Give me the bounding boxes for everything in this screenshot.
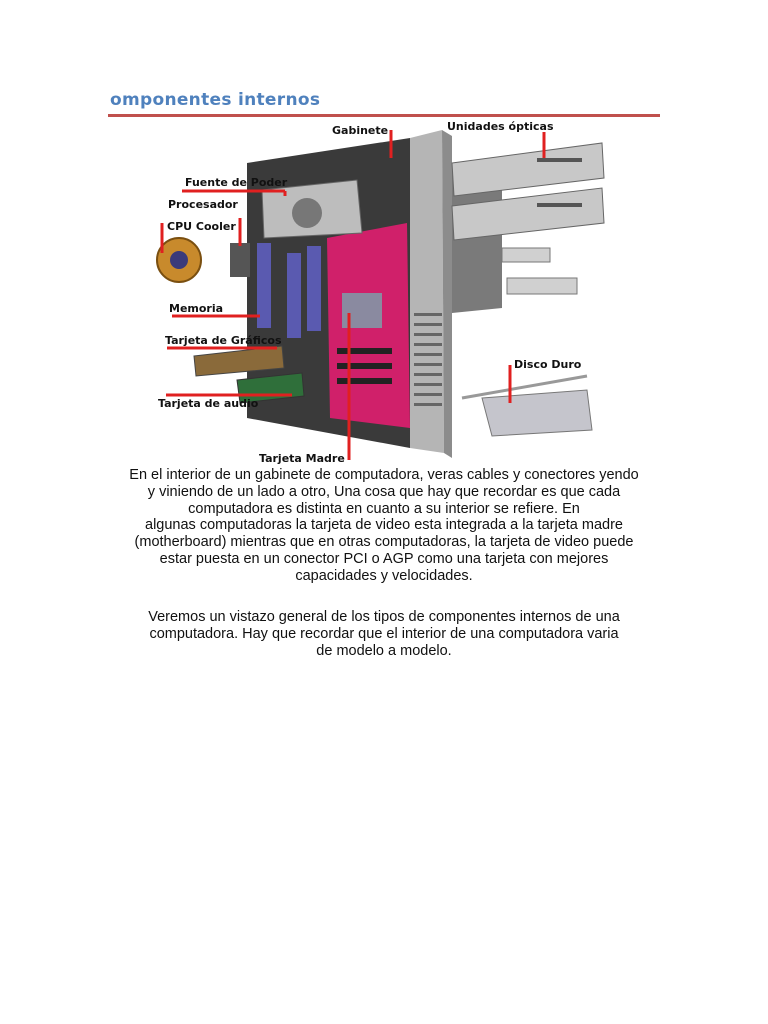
- floppy-drive: [501, 247, 551, 263]
- hard-disk-shape: [481, 389, 593, 437]
- paragraph-line: y viniendo de un lado a otro, Una cosa q…: [147, 483, 621, 500]
- paragraph-line: estar puesta en un conector PCI o AGP co…: [159, 550, 609, 567]
- memory-stick: [257, 243, 271, 328]
- paragraph-line: computadora. Hay que recordar que el int…: [149, 625, 619, 642]
- label-tarjeta-madre: Tarjeta Madre: [259, 452, 345, 465]
- paragraph-line: computadora es distinta en cuanto a su i…: [188, 500, 580, 517]
- expansion-slot: [337, 363, 392, 369]
- label-fuente-de-poder: Fuente de Poder: [185, 176, 288, 189]
- memory-stick: [287, 253, 301, 338]
- memory-stick: [307, 246, 321, 331]
- paragraph-line: Veremos un vistazo general de los tipos …: [148, 609, 620, 625]
- label-tarjeta-graficos: Tarjeta de Gráficos: [165, 334, 282, 347]
- section-heading: omponentes internos: [110, 90, 321, 110]
- computer-diagram: Gabinete Unidades ópticas Fuente de Pode…: [156, 120, 605, 465]
- label-unidades-opticas: Unidades ópticas: [447, 120, 554, 133]
- paragraph-line: capacidades y velocidades.: [295, 567, 473, 584]
- case-vents: [414, 313, 442, 406]
- optical-drive: [451, 187, 605, 241]
- label-tarjeta-audio: Tarjeta de audio: [158, 397, 259, 410]
- processor-chip: [230, 243, 250, 277]
- label-disco-duro: Disco Duro: [514, 358, 582, 371]
- case-front-panel: [410, 130, 444, 453]
- expansion-slot: [337, 348, 392, 354]
- floppy-drive: [506, 277, 578, 295]
- hard-disk-rail: [461, 374, 588, 400]
- heading-rule: [108, 114, 660, 117]
- power-supply-fan: [292, 198, 322, 228]
- computer-components-figure: Gabinete Unidades ópticas Fuente de Pode…: [152, 118, 622, 466]
- overview-paragraph: Veremos un vistazo general de los tipos …: [108, 609, 660, 659]
- intro-paragraph: En el interior de un gabinete de computa…: [108, 467, 660, 585]
- paragraph-line: En el interior de un gabinete de computa…: [129, 467, 639, 483]
- label-procesador: Procesador: [168, 198, 238, 211]
- case-front-edge: [442, 130, 452, 458]
- label-memoria: Memoria: [169, 302, 223, 315]
- paragraph-line: de modelo a modelo.: [316, 642, 452, 659]
- expansion-slot: [337, 378, 392, 384]
- label-gabinete: Gabinete: [332, 124, 388, 137]
- cpu-cooler-hub: [170, 251, 188, 269]
- paragraph-line: (motherboard) mientras que en otras comp…: [134, 534, 634, 551]
- label-cpu-cooler: CPU Cooler: [167, 220, 236, 233]
- leader-lines: [160, 130, 546, 460]
- paragraph-line: algunas computadoras la tarjeta de video…: [145, 517, 623, 534]
- optical-drive: [451, 142, 605, 197]
